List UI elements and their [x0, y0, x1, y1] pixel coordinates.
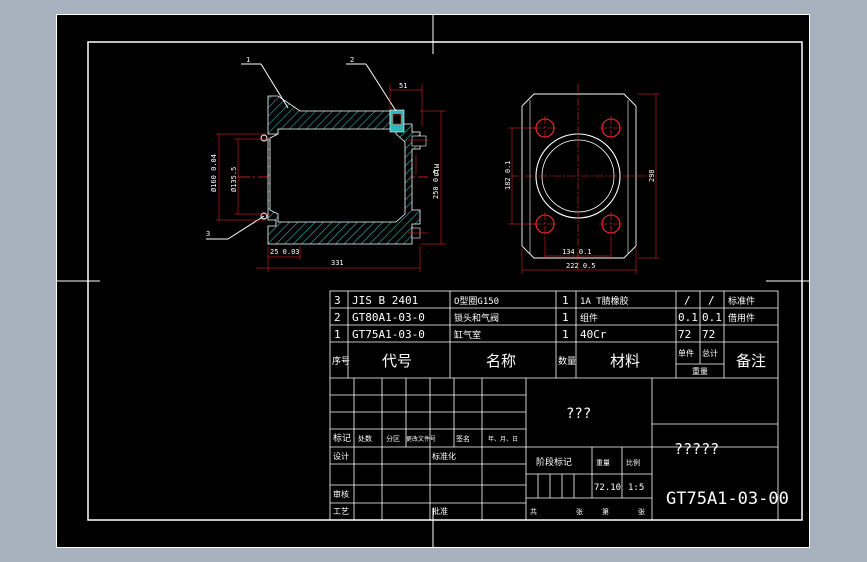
dim-51: 51: [399, 82, 407, 90]
part-qty: 1: [562, 328, 569, 341]
part-qty: 1: [562, 311, 569, 324]
part-weight-total: /: [708, 294, 715, 307]
drawing-number: GT75A1-03-00: [666, 489, 789, 509]
part-name: O型圈G150: [454, 296, 499, 307]
section-view: 1 2 3 51 M16 Ø160: [206, 56, 446, 272]
label-sheet2: 张: [638, 507, 645, 516]
label-approve: 批准: [432, 506, 448, 516]
label-sheet: 张: [576, 507, 583, 516]
dim-222: 222 0.5: [566, 262, 596, 270]
header-unit-weight: 单件: [678, 348, 694, 358]
header-qty: 数量: [558, 355, 576, 367]
part-weight-unit: 0.1: [678, 311, 698, 324]
label-date: 年、月、日: [488, 435, 518, 443]
part-material: 40Cr: [580, 328, 607, 341]
material-placeholder: ???: [566, 406, 591, 422]
part-qty: 1: [562, 294, 569, 307]
title-block: [329, 290, 779, 521]
header-code: 代号: [382, 352, 412, 370]
label-review: 审核: [333, 489, 349, 499]
part-weight-unit: /: [684, 294, 691, 307]
part-name: 缸气室: [454, 329, 481, 341]
part-no: 2: [334, 311, 341, 324]
part-material: 1A T腈橡胶: [580, 295, 629, 307]
header-remark: 备注: [736, 352, 766, 370]
label-design: 设计: [333, 451, 349, 461]
dim-d1355: Ø135.5: [230, 167, 238, 192]
label-scale: 比例: [626, 458, 640, 467]
scale-value: 1:5: [628, 483, 644, 493]
name-placeholder: ?????: [674, 440, 719, 458]
label-stage: 阶段标记: [536, 456, 572, 468]
label-count: 处数: [358, 434, 372, 443]
part-code: GT80A1-03-0: [352, 311, 425, 324]
dim-250: 250 0.5: [432, 169, 440, 199]
callout-1: 1: [246, 56, 250, 64]
label-std: 标准化: [432, 451, 456, 461]
part-material: 组件: [580, 312, 598, 324]
weight-value: 72.10: [594, 483, 621, 493]
label-zone: 分区: [386, 434, 400, 443]
part-remark: 标准件: [728, 295, 755, 307]
part-code: JIS B 2401: [352, 294, 418, 307]
part-no: 3: [334, 294, 341, 307]
dim-331: 331: [331, 259, 344, 267]
label-sign: 签名: [456, 434, 470, 443]
callout-2: 2: [350, 56, 354, 64]
cad-drawing: 1 2 3 51 M16 Ø160: [56, 14, 810, 548]
dim-m16: M16: [432, 164, 440, 177]
header-material: 材料: [610, 352, 640, 370]
dim-25: 25 0.03: [270, 248, 300, 256]
header-weight: 重量: [692, 366, 708, 376]
part-weight-total: 0.1: [702, 311, 722, 324]
header-no: 序号: [332, 355, 350, 367]
drawing-sheet: 1 2 3 51 M16 Ø160: [56, 14, 810, 548]
part-weight-total: 72: [702, 328, 715, 341]
dim-298: 298: [648, 169, 656, 182]
label-doc: 更改文件号: [406, 435, 436, 443]
label-total: 共: [530, 507, 537, 516]
header-total-weight: 总计: [702, 348, 718, 358]
label-of: 第: [602, 507, 609, 516]
part-name: 锁头和气阀: [454, 312, 499, 324]
part-weight-unit: 72: [678, 328, 691, 341]
header-name: 名称: [486, 352, 516, 370]
outer-frame: [56, 14, 810, 548]
part-remark: 借用件: [728, 312, 755, 324]
label-process: 工艺: [333, 507, 349, 516]
label-weight: 重量: [596, 459, 610, 467]
dim-182: 182 0.1: [504, 160, 512, 190]
part-code: GT75A1-03-0: [352, 328, 425, 341]
label-mark: 标记: [333, 432, 351, 444]
dim-d160: Ø160 0.04: [210, 154, 218, 192]
dim-134: 134 0.1: [562, 248, 592, 256]
part-no: 1: [334, 328, 341, 341]
end-view: 182 0.1 298 134 0.1 222 0.5: [504, 84, 660, 274]
callout-3: 3: [206, 230, 210, 238]
